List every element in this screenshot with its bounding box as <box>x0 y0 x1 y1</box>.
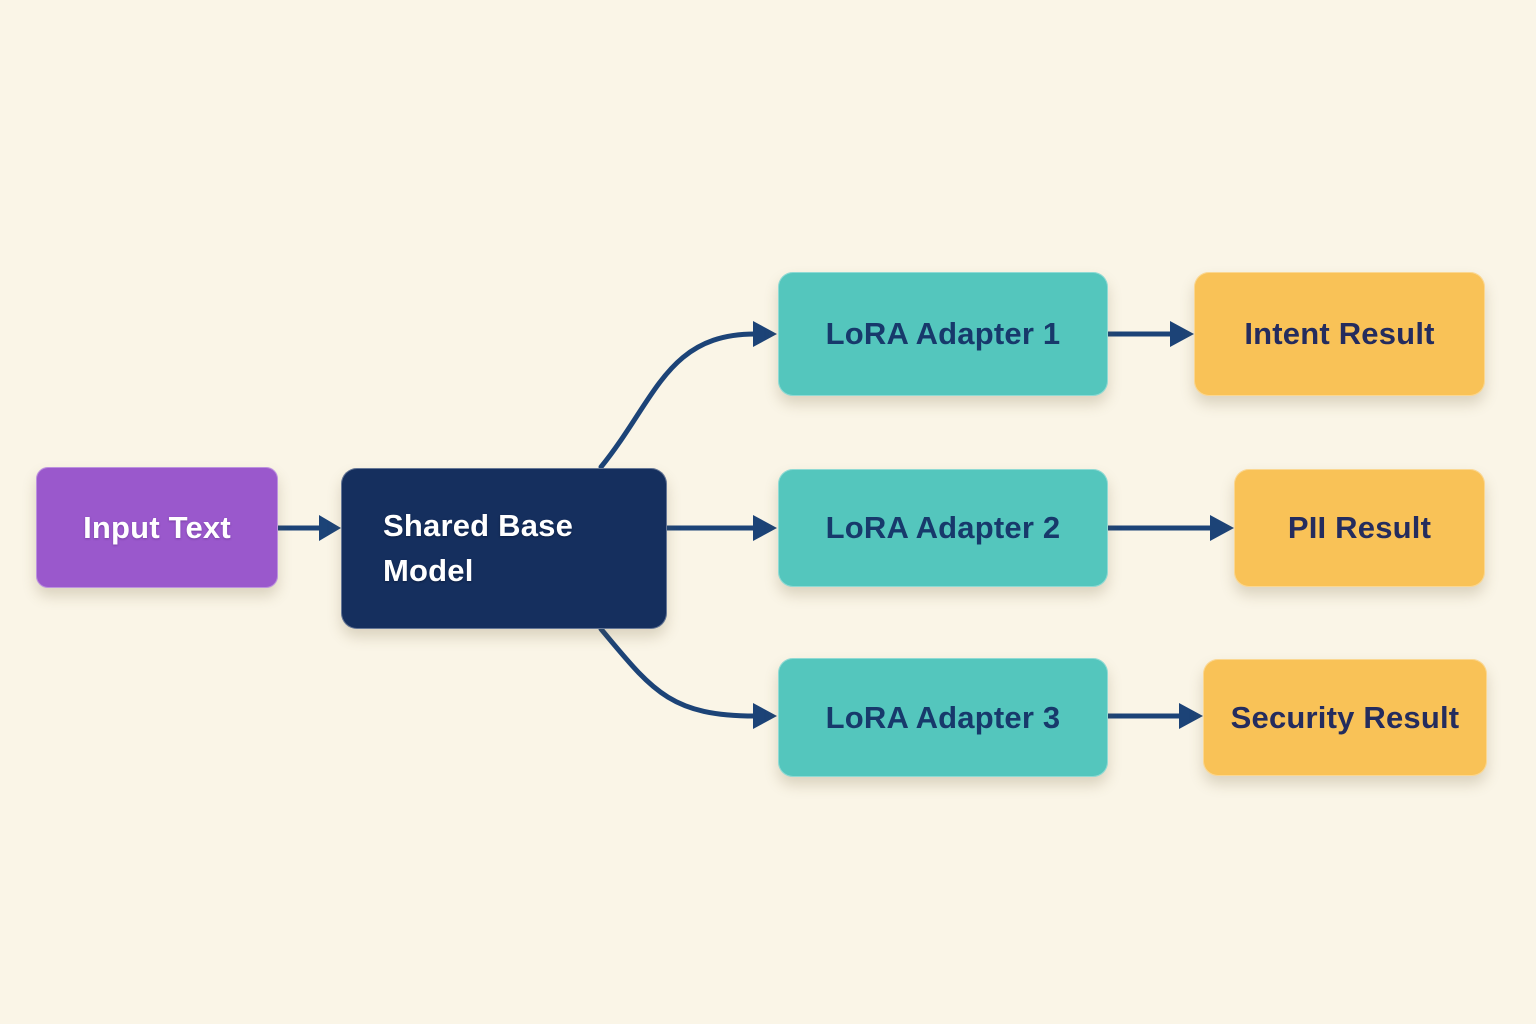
node-lora-adapter-3: LoRA Adapter 3 <box>778 658 1108 777</box>
node-intent-result: Intent Result <box>1194 272 1485 396</box>
node-label: LoRA Adapter 1 <box>825 316 1061 351</box>
node-input-text: Input Text <box>36 467 278 588</box>
edge-base-to-adapter2 <box>664 515 777 541</box>
node-label: LoRA Adapter 3 <box>825 699 1061 735</box>
edge-input-to-base <box>275 515 341 541</box>
node-label: Intent Result <box>1244 316 1435 351</box>
node-label: Security Result <box>1230 699 1460 735</box>
edge-adapter2-to-pii <box>1105 515 1234 541</box>
edge-adapter3-to-security <box>1105 703 1203 729</box>
node-label: Shared Base Model <box>383 508 574 588</box>
node-label: PII Result <box>1287 510 1432 545</box>
edge-adapter1-to-intent <box>1105 321 1194 347</box>
node-label: LoRA Adapter 2 <box>825 510 1061 545</box>
node-security-result: Security Result <box>1203 659 1487 776</box>
node-lora-adapter-1: LoRA Adapter 1 <box>778 272 1108 396</box>
node-pii-result: PII Result <box>1234 469 1485 587</box>
node-shared-base-model: Shared Base Model <box>341 468 667 629</box>
node-label: Input Text <box>83 509 231 545</box>
node-lora-adapter-2: LoRA Adapter 2 <box>778 469 1108 587</box>
edge-base-to-adapter3 <box>598 626 777 729</box>
edge-base-to-adapter1 <box>598 321 777 470</box>
